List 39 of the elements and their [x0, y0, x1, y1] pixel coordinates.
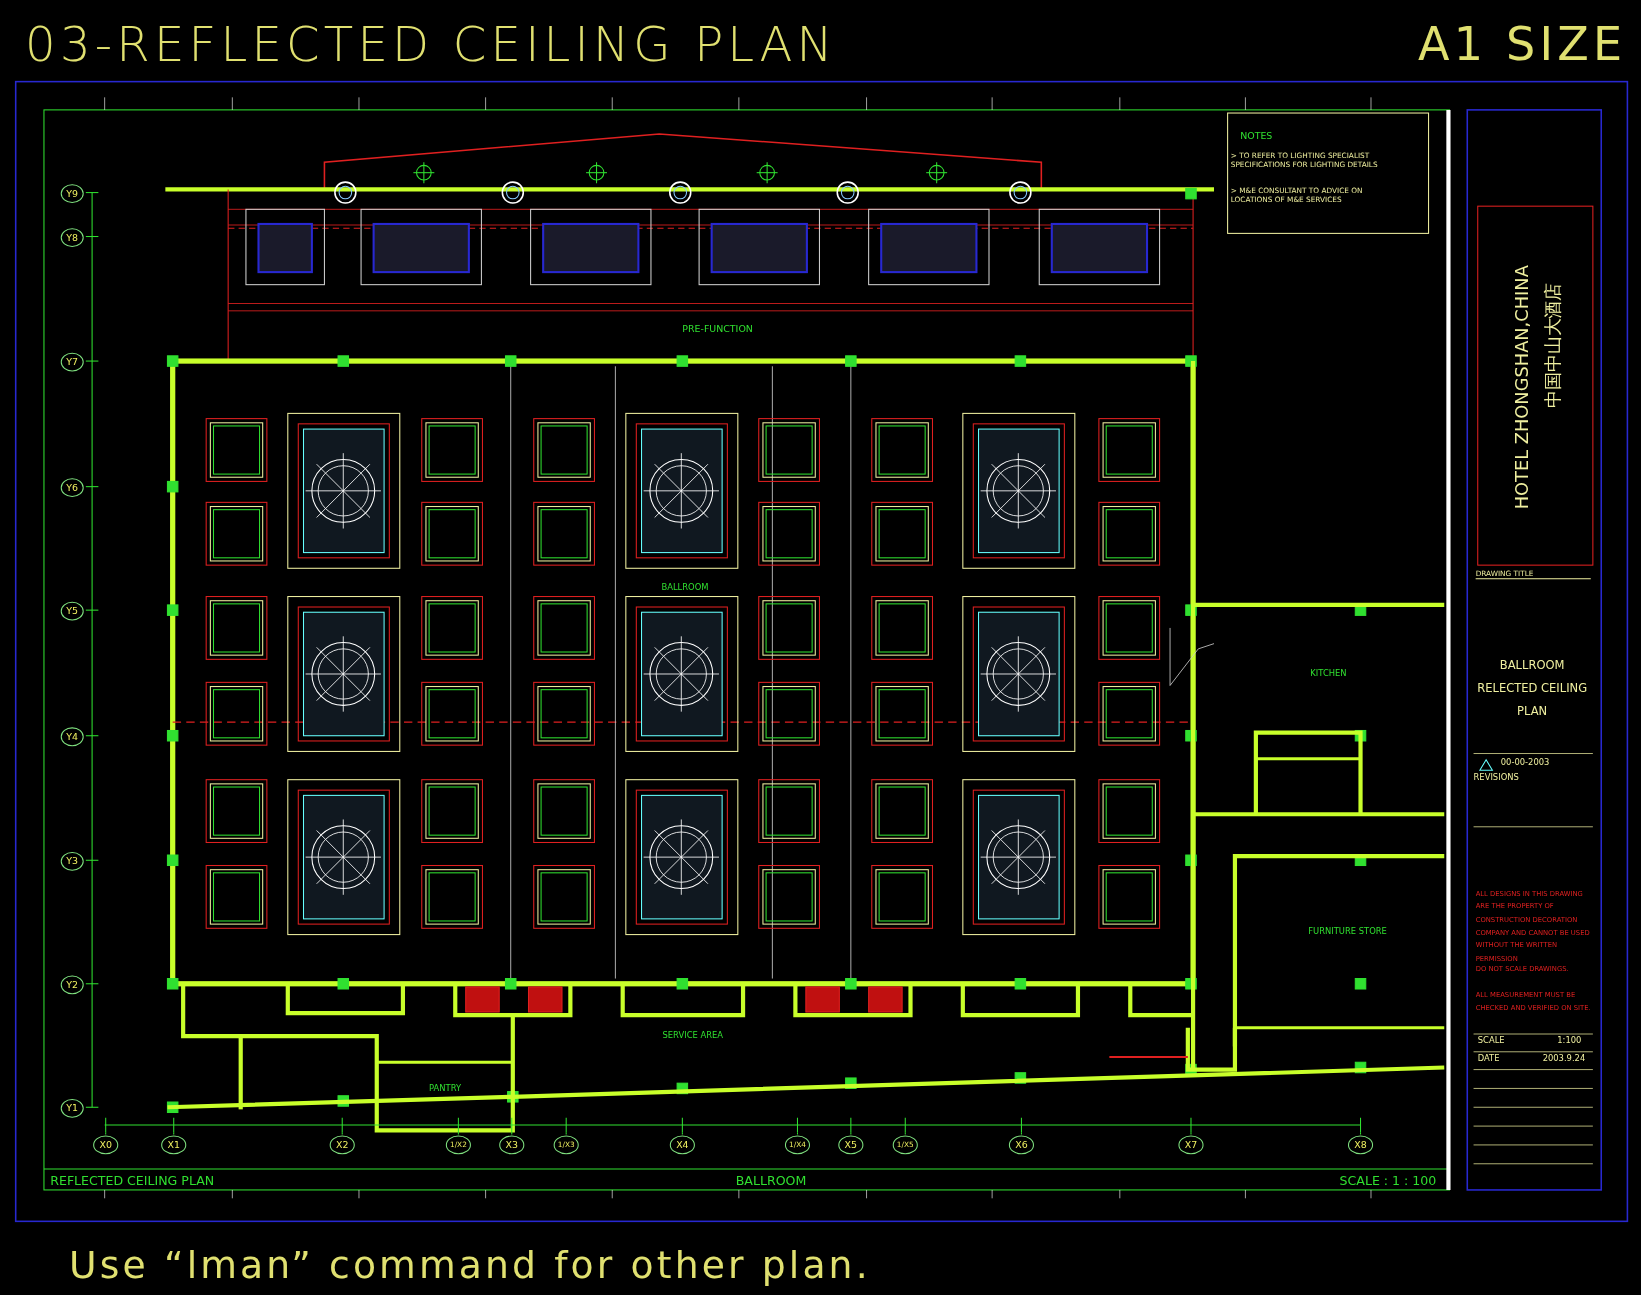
grid-bubble: Y6 [60, 478, 84, 498]
field-label: SCALE [1477, 1036, 1505, 1047]
grid-bubble: Y3 [60, 851, 84, 871]
revision-date: 00-00-2003 [1500, 757, 1550, 769]
grid-bubble: Y9 [60, 184, 84, 204]
grid-bubble: Y5 [60, 601, 84, 621]
plan-name: BALLROOM [735, 1173, 807, 1189]
room-name: PRE-FUNCTION [682, 323, 753, 336]
sheet-title: BALLROOM RELECTED CEILING PLAN [1476, 657, 1589, 720]
grid-bubble: Y8 [60, 228, 84, 247]
plan-title: REFLECTED CEILING PLAN [50, 1173, 215, 1189]
command-note: Use “lman” command for other plan. [69, 1242, 871, 1289]
grid-bubble: Y4 [60, 727, 84, 747]
grid-bubble: X5 [838, 1135, 864, 1155]
grid-bubble: X8 [1347, 1135, 1374, 1155]
grid-bubble: X4 [669, 1135, 695, 1155]
grid-bubble: X0 [93, 1135, 119, 1155]
project-name: HOTEL ZHONGSHAN,CHINA [1511, 265, 1534, 510]
grid-bubble: X1 [161, 1135, 187, 1155]
grid-bubble: X3 [499, 1135, 525, 1155]
grid-bubble: Y1 [60, 1098, 84, 1118]
room-name: PANTRY [429, 1083, 462, 1094]
drawing-title: 03-REFLECTED CEILING PLAN [25, 14, 837, 75]
sheet-size: A1 SIZE [1418, 15, 1627, 73]
field-label: DATE [1477, 1053, 1500, 1065]
field-label: REVISIONS [1473, 772, 1519, 783]
grid-bubble: X7 [1178, 1135, 1204, 1155]
room-name: SERVICE AREA [662, 1030, 723, 1042]
grid-bubble: X6 [1008, 1135, 1034, 1155]
field-value: 2003.9.24 [1542, 1053, 1586, 1065]
project-name: 中国中山大酒店 [1542, 283, 1564, 408]
grid-bubble: Y2 [60, 975, 84, 995]
room-name: FURNITURE STORE [1308, 926, 1387, 937]
grid-bubble: Y7 [60, 352, 84, 372]
room-name: BALLROOM [661, 582, 709, 594]
field-value: 1:100 [1557, 1036, 1582, 1047]
notes-heading: NOTES [1240, 130, 1273, 143]
grid-bubble: X2 [329, 1135, 355, 1155]
room-name: KITCHEN [1310, 668, 1347, 680]
